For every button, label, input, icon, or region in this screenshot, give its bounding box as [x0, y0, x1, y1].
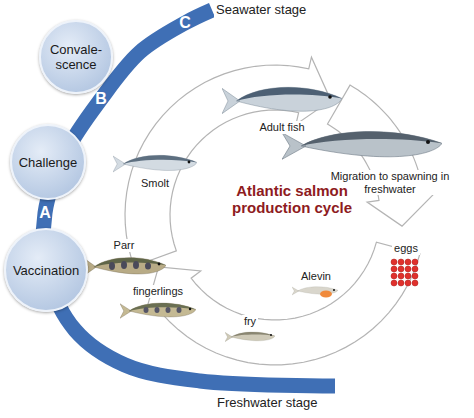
phase-letter: A [39, 204, 51, 222]
step-circle: Convale- scence [39, 20, 113, 94]
phase-letter: C [179, 14, 191, 32]
migrating-fish [282, 132, 442, 160]
fish-pictures [84, 87, 442, 341]
fish-eye [158, 263, 161, 266]
fish-label: Alevin [299, 270, 333, 283]
alevin-yolk [320, 291, 332, 298]
adult-fish [222, 87, 342, 113]
stage-label: Seawater stage [214, 3, 308, 18]
parr-back [94, 258, 166, 267]
adult-fish-back [236, 87, 342, 101]
fish-label: eggs [392, 242, 420, 255]
cycle-title: Atlantic salmon production cycle [231, 182, 353, 217]
migrating-fish-back [301, 132, 442, 146]
cycle-arrows [125, 57, 435, 365]
step-circle: Challenge [10, 124, 86, 200]
step-label: Challenge [19, 155, 78, 170]
step-circle: Vaccination [4, 228, 88, 312]
parr-marks [109, 261, 151, 270]
fish-eye [189, 308, 191, 310]
fry-back [231, 332, 275, 337]
fish-eye [188, 161, 191, 164]
fish-label: Adult fish [257, 121, 306, 134]
parr-fish [84, 258, 166, 276]
smolt-fish [113, 155, 197, 172]
egg-cluster [391, 259, 418, 286]
fish-label: Parr [112, 239, 137, 252]
smolt-back [123, 155, 197, 164]
fish-label: Smolt [139, 177, 171, 190]
fish-eye [328, 95, 332, 99]
phase-letter: B [95, 90, 107, 108]
fingerling-marks [144, 307, 182, 313]
cycle-arrow [146, 242, 420, 365]
fish-label: fingerlings [131, 285, 185, 298]
stage-label: Freshwater stage [215, 396, 319, 411]
step-label: Convale- scence [48, 42, 104, 72]
fish-eye [333, 289, 335, 291]
fish-eye [270, 334, 272, 336]
step-label: Vaccination [13, 263, 79, 278]
fish-label: fry [242, 315, 258, 328]
fingerling-back [129, 303, 196, 311]
fish-eye [426, 140, 430, 144]
fingerling-fish [120, 303, 196, 318]
fry-fish [225, 332, 275, 342]
